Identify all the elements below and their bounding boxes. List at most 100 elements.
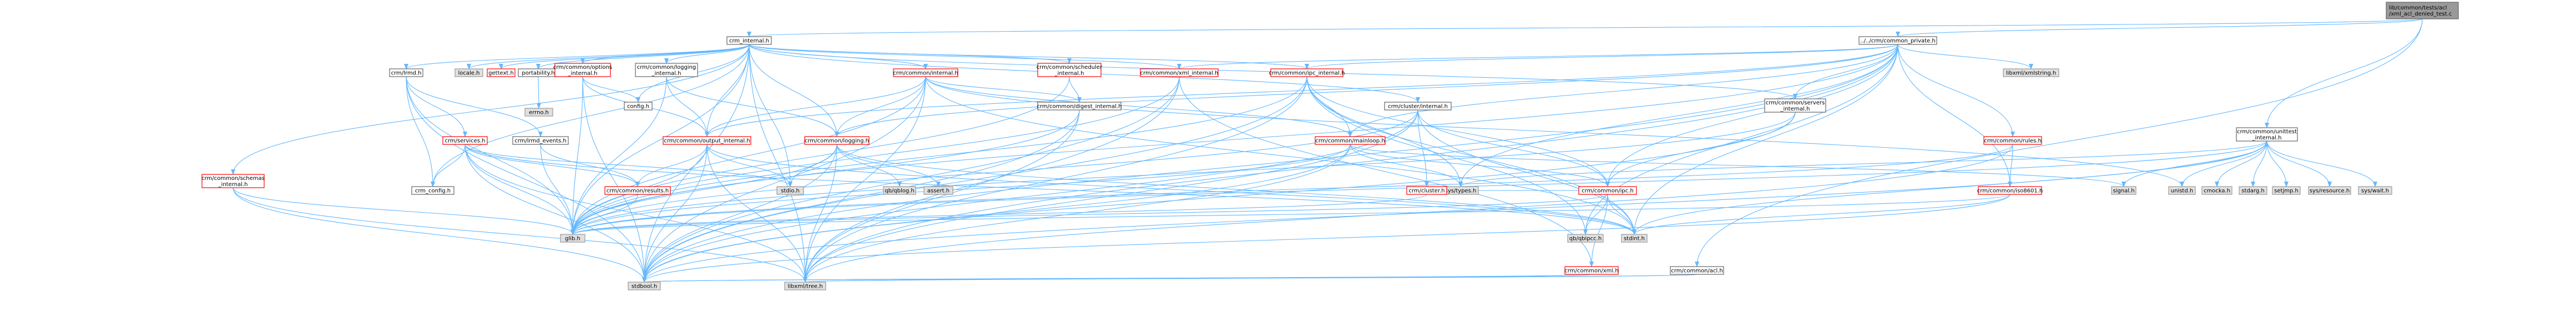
node-sched-label-1: _internal.h [1054, 71, 1084, 77]
node-stdint-label-0: stdint.h [1624, 236, 1645, 242]
node-stdio[interactable]: stdio.h [776, 186, 804, 195]
node-sched[interactable]: crm/common/scheduler_internal.h [1037, 63, 1103, 77]
node-setjmp-box [2272, 186, 2301, 195]
node-schemas[interactable]: crm/common/schemas_internal.h [201, 174, 265, 188]
node-rules[interactable]: crm/common/rules.h [1983, 136, 2042, 145]
node-com_int-box [893, 68, 958, 77]
node-xml[interactable]: crm/common/xml.h [1564, 266, 1619, 275]
node-out_int-box [663, 136, 751, 145]
node-clus_int[interactable]: crm/cluster/internal.h [1384, 102, 1452, 111]
node-crm_int[interactable]: crm_internal.h [726, 36, 772, 45]
edge-ipc-to-qbipcc [1583, 194, 1608, 235]
node-results[interactable]: crm/common/results.h [604, 186, 671, 195]
node-lrmd[interactable]: crm/lrmd.h [389, 68, 423, 77]
node-qblog[interactable]: qb/qblog.h [883, 186, 916, 195]
node-ipc[interactable]: crm/common/ipc.h [1578, 186, 1637, 195]
node-acl-label-0: crm/common/acl.h [1671, 268, 1723, 274]
node-glib[interactable]: glib.h [560, 234, 585, 243]
edge-com_int-to-unistd [925, 76, 2184, 187]
edge-out_int-to-stdbool [642, 144, 708, 283]
node-unistd-box [2168, 186, 2196, 195]
edge-crm_priv-to-xmlstr [1897, 44, 2033, 69]
node-portab[interactable]: portability.h [518, 68, 559, 77]
edge-options-to-glib [570, 76, 583, 235]
edge-unittest-to-syswait [2266, 141, 2377, 187]
node-xmlstr[interactable]: libxml/xmlstring.h [2003, 68, 2059, 77]
node-ipc-box [1578, 186, 1637, 195]
node-signal-label-0: signal.h [2113, 188, 2134, 194]
node-glib-box [560, 234, 585, 243]
node-config[interactable]: config.h [624, 102, 653, 111]
edge-crm_priv-to-rules [1897, 44, 2015, 137]
edge-clus_int-to-cluster [1417, 109, 1429, 187]
node-config-box [624, 102, 653, 111]
node-crm_config[interactable]: crm_config.h [411, 186, 454, 195]
node-stdint[interactable]: stdint.h [1621, 234, 1648, 243]
node-crm_int-box [726, 36, 772, 45]
node-syswait[interactable]: sys/wait.h [2358, 186, 2392, 195]
node-locale[interactable]: locale.h [454, 68, 483, 77]
node-root[interactable]: lib/common/tests/acl/xml_acl_denied_test… [2386, 2, 2459, 19]
edge-services-to-glib [464, 144, 575, 235]
node-out_int[interactable]: crm/common/output_internal.h [663, 136, 751, 145]
edge-services-to-results [464, 144, 640, 187]
edge-iso-to-stdint [1632, 194, 2011, 235]
edge-crm_priv-to-stdint [1632, 44, 1898, 235]
node-setjmp[interactable]: setjmp.h [2272, 186, 2301, 195]
edge-crm_int-to-schemas [231, 44, 750, 175]
node-libxml[interactable]: libxml/tree.h [784, 282, 826, 290]
edge-ipc-to-glib [570, 194, 1608, 235]
edge-crm_priv-to-libxml [803, 44, 1898, 283]
node-options[interactable]: crm/common/options_internal.h [553, 63, 612, 77]
node-xml_int[interactable]: crm/common/xml_internal.h [1140, 68, 1219, 77]
edge-lrmd_ev-to-glib [540, 144, 575, 235]
edge-unittest-to-stdint [1632, 141, 2267, 235]
node-qbipcc[interactable]: qb/qbipcc.h [1567, 234, 1604, 243]
node-cluster[interactable]: crm/cluster.h [1406, 186, 1447, 195]
node-systypes[interactable]: sys/types.h [1442, 186, 1479, 195]
node-unittest[interactable]: crm/common/unittest_internal.h [2236, 127, 2298, 142]
node-assert[interactable]: assert.h [923, 186, 953, 195]
node-unistd[interactable]: unistd.h [2168, 186, 2196, 195]
node-lrmd_ev[interactable]: crm/lrmd_events.h [512, 136, 569, 145]
node-errno[interactable]: errno.h [524, 108, 553, 117]
node-com_int[interactable]: crm/common/internal.h [893, 68, 958, 77]
edge-log_int-to-out_int [666, 76, 709, 137]
node-crm_priv-label-0: ../../crm/common_private.h [1860, 38, 1935, 44]
edge-lrmd-to-lrmd_ev [406, 76, 543, 137]
edge-crm_priv-to-servers [1793, 44, 1898, 99]
edge-com_int-to-stdbool [642, 76, 926, 283]
edge-logging-to-libxml [803, 144, 837, 283]
node-digest[interactable]: crm/common/digest_internal.h [1037, 102, 1122, 111]
node-lrmd-box [389, 68, 423, 77]
node-ipc_int-box [1270, 68, 1343, 77]
node-mainloop[interactable]: crm/common/mainloop.h [1315, 136, 1386, 145]
node-locale-box [454, 68, 483, 77]
node-gettext[interactable]: gettext.h [487, 68, 516, 77]
node-qbipcc-box [1567, 234, 1604, 243]
node-cmocka[interactable]: cmocka.h [2201, 186, 2232, 195]
edge-servers-to-glib [570, 112, 1796, 235]
edge-logging-to-assert [836, 144, 941, 187]
node-config-label-0: config.h [627, 104, 649, 110]
node-acl[interactable]: crm/common/acl.h [1670, 266, 1724, 275]
node-servers[interactable]: crm/common/servers_internal.h [1764, 98, 1826, 113]
edge-unittest-to-signal [2122, 141, 2267, 187]
edge-com_int-to-logging [835, 76, 926, 137]
node-stdarg[interactable]: stdarg.h [2239, 186, 2267, 195]
node-stdbool[interactable]: stdbool.h [628, 282, 661, 290]
node-iso[interactable]: crm/common/iso8601.h [1977, 186, 2043, 195]
node-signal[interactable]: signal.h [2111, 186, 2136, 195]
node-sched-label-0: crm/common/scheduler [1037, 64, 1103, 71]
node-log_int[interactable]: crm/common/logging_internal.h [635, 63, 698, 77]
node-services[interactable]: crm/services.h [442, 136, 488, 145]
node-crm_priv[interactable]: ../../crm/common_private.h [1858, 36, 1937, 45]
node-sysres[interactable]: sys/resource.h [2308, 186, 2351, 195]
node-log_int-box [635, 63, 698, 77]
node-logging[interactable]: crm/common/logging.h [804, 136, 870, 145]
edge-com_int-to-digest [925, 76, 1082, 103]
edge-acl-to-stdbool [643, 274, 1698, 283]
node-ipc_int[interactable]: crm/common/ipc_internal.h [1269, 68, 1345, 77]
edge-log_int-to-logging [666, 76, 839, 137]
node-sysres-label-0: sys/resource.h [2310, 188, 2350, 194]
